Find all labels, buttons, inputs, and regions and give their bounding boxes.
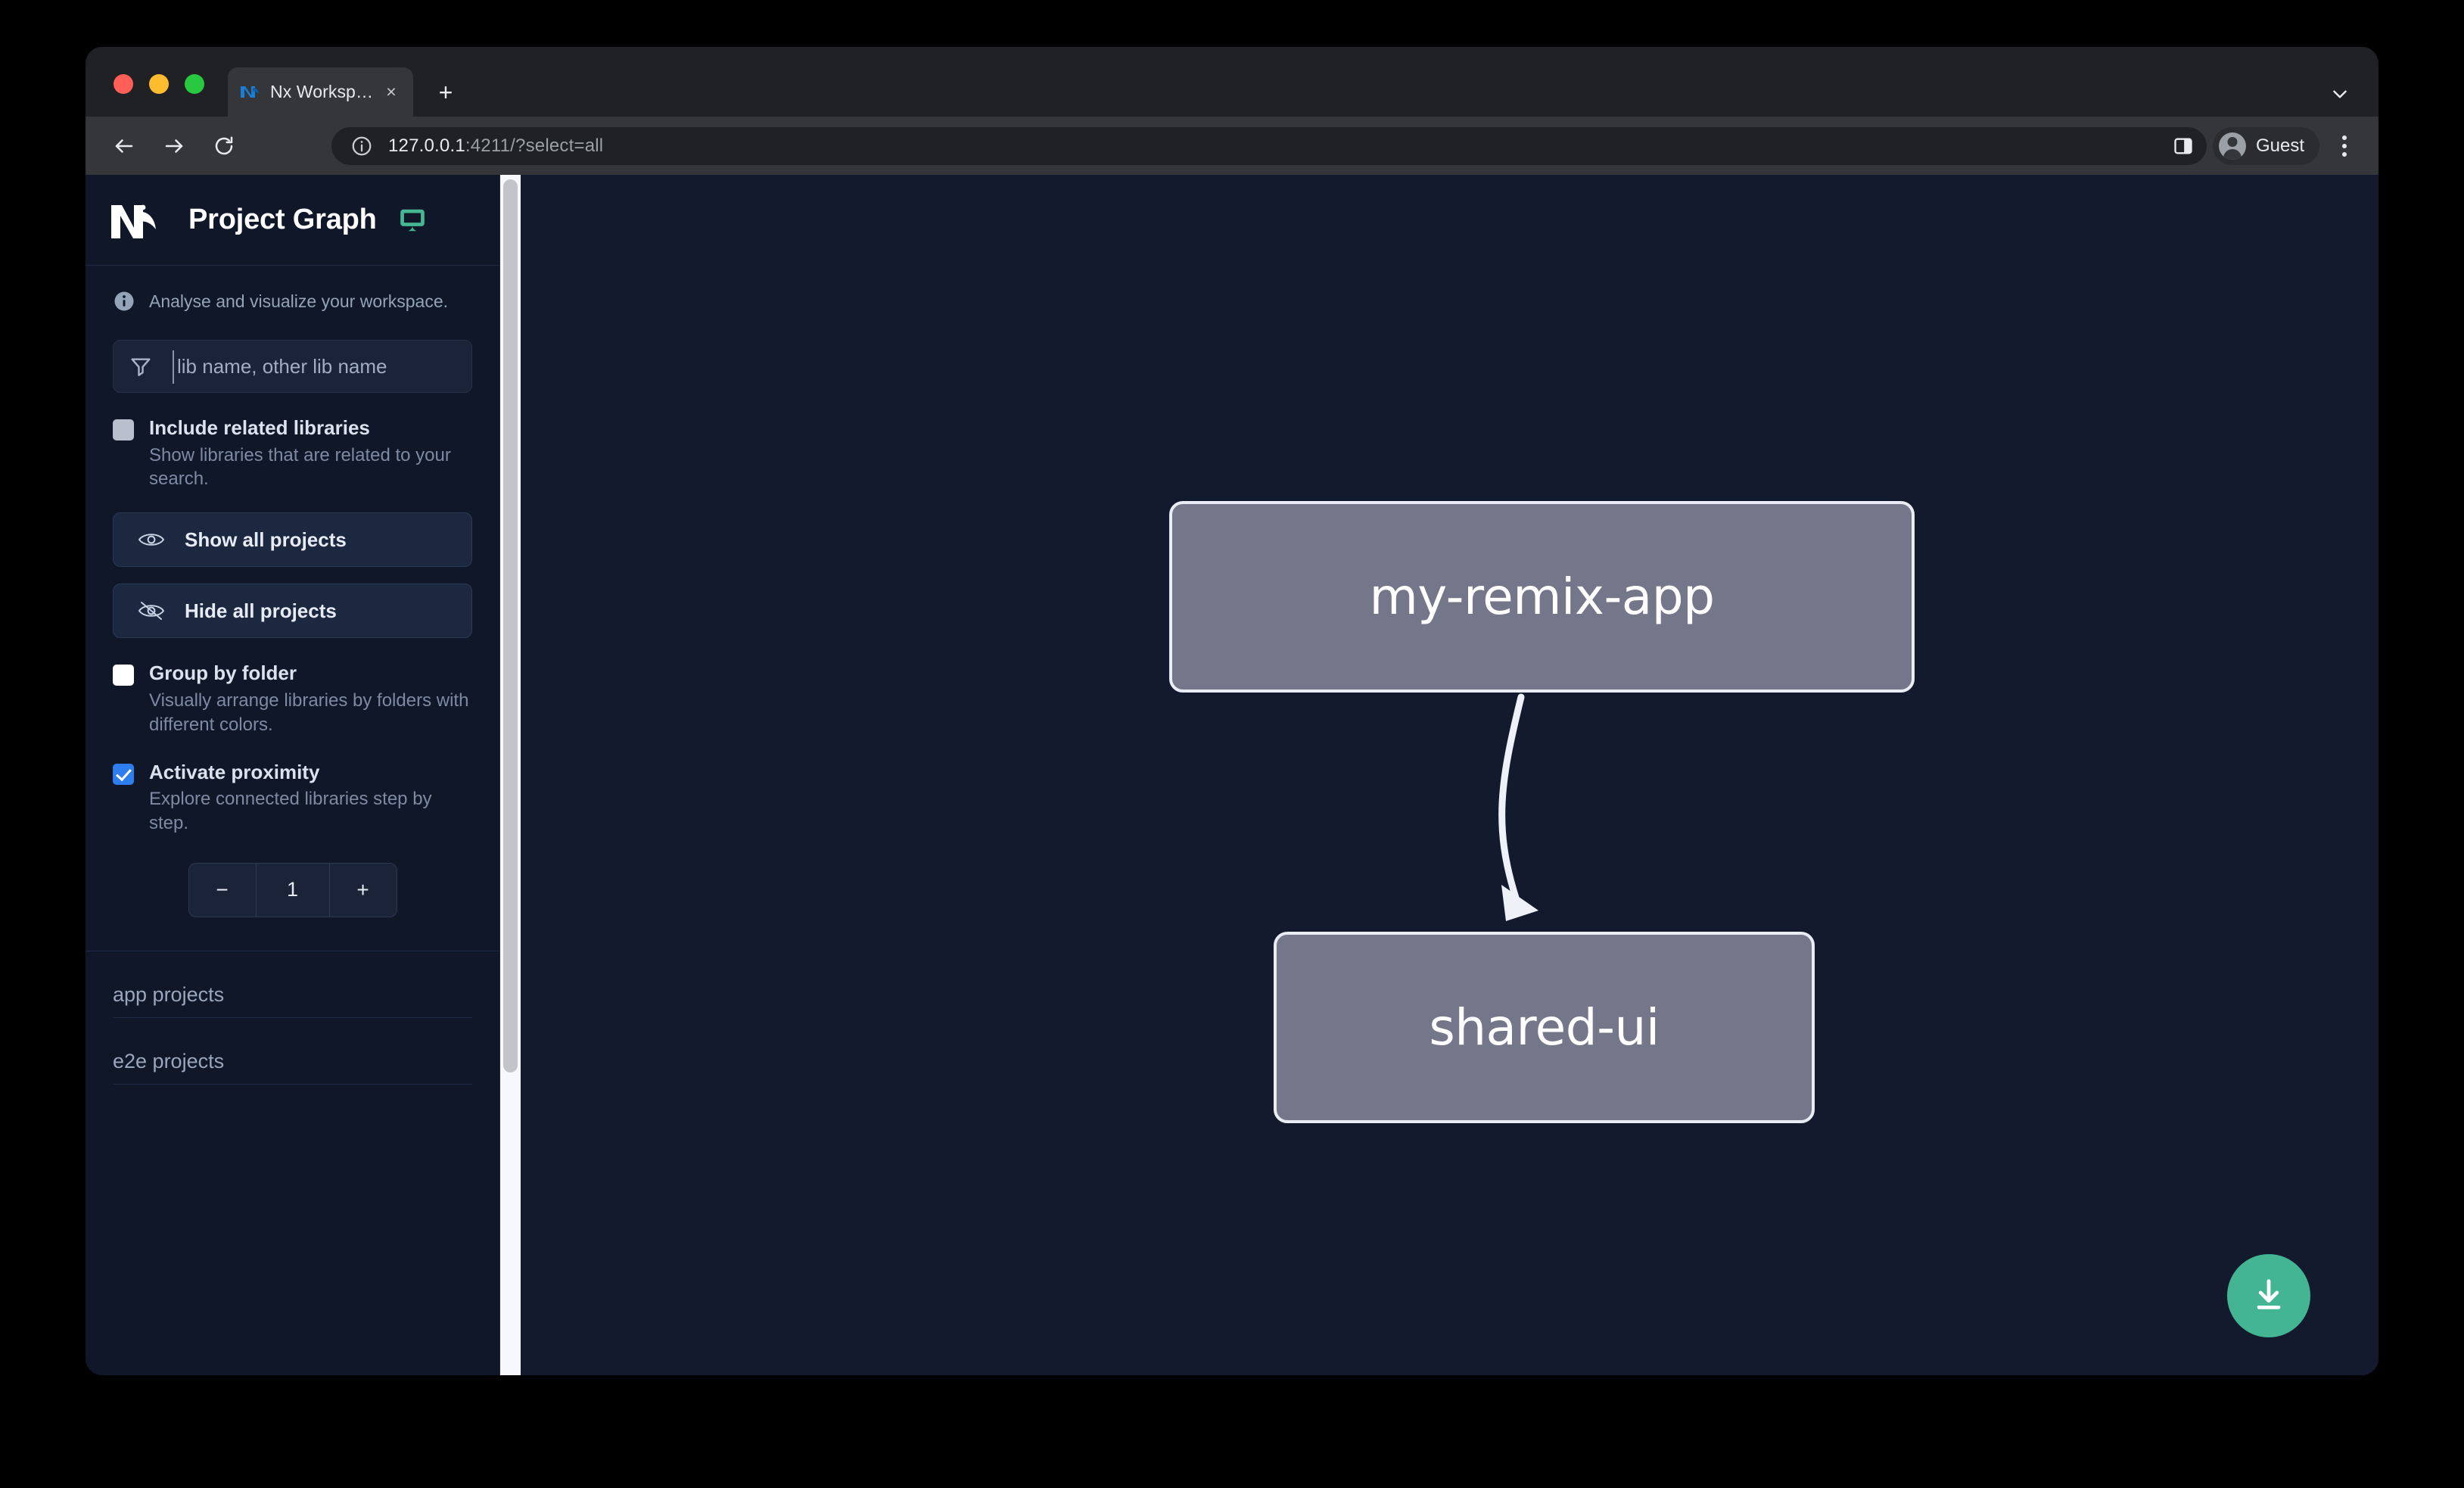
profile-label: Guest <box>2255 135 2304 156</box>
avatar <box>2218 132 2246 160</box>
option-activate-proximity[interactable]: Activate proximity Explore connected lib… <box>86 737 499 836</box>
filter-funnel-icon <box>129 354 153 378</box>
option-group-by-folder[interactable]: Group by folder Visually arrange librari… <box>86 638 499 736</box>
minimize-window-button[interactable] <box>149 74 169 94</box>
profile-chip[interactable]: Guest <box>2212 127 2319 165</box>
search-placeholder: lib name, other lib name <box>177 354 387 378</box>
sidebar-header: Project Graph <box>86 175 499 266</box>
graph-node-my-remix-app[interactable]: my-remix-app <box>1169 501 1915 693</box>
page-title: Project Graph <box>188 204 377 235</box>
list-item[interactable]: app projects <box>113 951 472 1018</box>
project-groups-list: app projects e2e projects <box>86 951 499 1085</box>
option-label: Include related libraries <box>149 416 370 439</box>
sidebar-info: Analyse and visualize your workspace. <box>86 266 499 313</box>
info-icon <box>113 290 135 313</box>
stepper-increment-button[interactable]: + <box>356 877 369 901</box>
forward-arrow-icon[interactable] <box>157 129 191 163</box>
visibility-buttons: Show all projects Hide all projects <box>86 491 499 639</box>
browser-tab[interactable]: Nx Workspace Project Graph × <box>228 67 413 117</box>
maximize-window-button[interactable] <box>185 74 204 94</box>
option-include-related-libraries[interactable]: Include related libraries Show libraries… <box>86 393 499 491</box>
nx-favicon-icon <box>238 81 261 104</box>
side-panel-icon[interactable] <box>2164 127 2202 165</box>
option-label: Activate proximity <box>149 760 320 783</box>
address-bar[interactable]: 127.0.0.1:4211/?select=all <box>331 127 2207 165</box>
browser-toolbar: 127.0.0.1:4211/?select=all Guest <box>86 117 2378 175</box>
proximity-stepper: − 1 + <box>86 862 499 917</box>
url-path: :4211/?select=all <box>465 135 604 156</box>
tab-strip: Nx Workspace Project Graph × + <box>86 47 2378 117</box>
option-description: Show libraries that are related to your … <box>149 444 451 490</box>
new-tab-button[interactable]: + <box>438 79 453 106</box>
show-all-projects-button[interactable]: Show all projects <box>113 512 472 568</box>
site-info-icon[interactable] <box>350 135 373 157</box>
sidebar: Project Graph Analy <box>86 175 500 1375</box>
monitor-icon[interactable] <box>398 206 427 235</box>
eye-icon <box>138 530 165 549</box>
graph-node-shared-ui[interactable]: shared-ui <box>1274 932 1815 1123</box>
back-arrow-icon[interactable] <box>107 129 142 163</box>
download-graph-button[interactable] <box>2227 1254 2310 1337</box>
three-dot-menu-icon[interactable] <box>2327 129 2362 163</box>
button-label: Hide all projects <box>185 599 337 622</box>
graph-edges <box>1498 693 1538 921</box>
checkbox-group-by-folder[interactable] <box>113 665 134 686</box>
url-host: 127.0.0.1 <box>388 135 465 156</box>
chevron-down-icon[interactable] <box>2326 80 2354 107</box>
window-traffic-lights <box>114 74 204 94</box>
project-graph-canvas[interactable]: my-remix-app shared-ui <box>521 175 2378 1375</box>
toolbar-right-actions: Guest <box>2164 127 2362 165</box>
checkbox-activate-proximity[interactable] <box>113 763 134 785</box>
sidebar-info-text: Analyse and visualize your workspace. <box>149 291 449 311</box>
download-icon <box>2249 1275 2288 1318</box>
search-section: lib name, other lib name <box>86 313 499 393</box>
text-cursor <box>173 350 174 384</box>
button-label: Show all projects <box>185 528 347 551</box>
hide-all-projects-button[interactable]: Hide all projects <box>113 584 472 639</box>
checkbox-include-related-libraries[interactable] <box>113 419 134 440</box>
close-window-button[interactable] <box>114 74 133 94</box>
tab-title: Nx Workspace Project Graph <box>270 82 380 101</box>
search-input[interactable]: lib name, other lib name <box>113 340 472 393</box>
list-item[interactable]: e2e projects <box>113 1018 472 1085</box>
sidebar-scrollbar[interactable] <box>500 175 521 1375</box>
option-description: Visually arrange libraries by folders wi… <box>149 690 469 735</box>
reload-icon[interactable] <box>207 129 241 163</box>
stepper-decrement-button[interactable]: − <box>216 877 229 901</box>
close-icon[interactable]: × <box>386 82 397 101</box>
option-label: Group by folder <box>149 662 297 685</box>
page-content: Project Graph Analy <box>86 175 2378 1375</box>
stepper-value: 1 <box>255 863 330 917</box>
browser-window: Nx Workspace Project Graph × + <box>86 47 2378 1375</box>
eye-slash-icon <box>138 601 165 621</box>
scrollbar-thumb[interactable] <box>503 179 518 1072</box>
nx-logo-icon <box>108 199 167 241</box>
option-description: Explore connected libraries step by step… <box>149 789 432 834</box>
